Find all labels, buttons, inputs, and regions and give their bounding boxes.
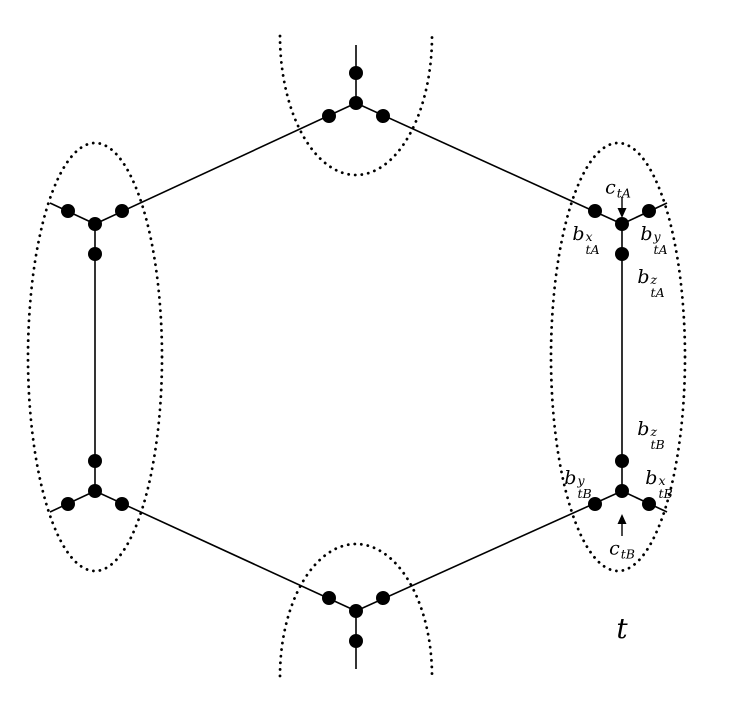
- annotation-arrows: [617, 197, 627, 536]
- label-b-tB-x-sup: x: [658, 472, 666, 488]
- majorana-dot-c: [88, 217, 102, 231]
- bond-stubs: [49, 45, 668, 669]
- majorana-dot-b: [88, 454, 102, 468]
- bond-top-righttop: [355, 102, 623, 225]
- majorana-dot-b-tB-x: [642, 497, 656, 511]
- unit-cell-outlines: [26, 34, 687, 678]
- site-right-top-A: [588, 204, 656, 261]
- majorana-dot-b: [61, 497, 75, 511]
- majorana-dot-b-tA-x: [588, 204, 602, 218]
- label-b-tB-z-sub: tB: [650, 437, 665, 452]
- label-c-tA-base: c: [605, 176, 616, 199]
- majorana-dot-b: [349, 634, 363, 648]
- label-unit-cell-t: t: [616, 612, 628, 645]
- label-b-tA-x-sup: x: [585, 228, 593, 244]
- site-left-bottom: [61, 454, 129, 511]
- majorana-dot-b: [322, 591, 336, 605]
- label-b-tB-z-base: b: [637, 417, 650, 440]
- label-b-tA-y-sub: tA: [653, 242, 668, 257]
- majorana-dot-b: [349, 66, 363, 80]
- dotted-ellipse-left: [26, 141, 164, 573]
- bond-bottom-rightbottom: [355, 490, 623, 612]
- label-b-tB-x-base: b: [645, 466, 658, 489]
- label-b-tB-y-sup: y: [577, 472, 585, 488]
- bond-leftbottom-bottom: [94, 490, 357, 612]
- majorana-dot-b: [322, 109, 336, 123]
- label-b-tB-z-sup: z: [650, 423, 658, 439]
- majorana-dot-c: [88, 484, 102, 498]
- dotted-ellipse-right: [549, 141, 687, 573]
- label-b-tA-y-base: b: [640, 222, 653, 245]
- label-b-tA-x-sub: tA: [585, 242, 600, 257]
- label-b-tA-z-sub: tA: [650, 285, 665, 300]
- majorana-dot-b: [115, 497, 129, 511]
- majorana-dot-b-tB-z: [615, 454, 629, 468]
- majorana-dot-c: [349, 96, 363, 110]
- label-c-tB-base: c: [609, 537, 620, 560]
- dotted-arc-bottom: [278, 542, 434, 678]
- majorana-dot-c-tA: [615, 217, 629, 231]
- majorana-dot-b: [376, 109, 390, 123]
- label-c-tA: ctA: [605, 178, 631, 200]
- dotted-arc-top: [278, 34, 434, 177]
- arrow-ctB-head-up: [617, 514, 627, 524]
- label-c-tB-sub: tB: [620, 546, 635, 562]
- label-b-tB-y-sub: tB: [577, 486, 592, 501]
- majorana-dot-b: [61, 204, 75, 218]
- label-b-tA-z-base: b: [637, 265, 650, 288]
- majorana-dot-b-tA-y: [642, 204, 656, 218]
- site-left-top: [61, 204, 129, 261]
- majorana-dot-b-tB-y: [588, 497, 602, 511]
- arrow-ctA-head-down: [617, 208, 627, 218]
- majorana-dot-b: [376, 591, 390, 605]
- label-b-tB-y-base: b: [564, 466, 577, 489]
- label-b-tB-x-sub: tB: [658, 486, 673, 501]
- site-bottom: [322, 591, 390, 648]
- site-right-bottom-B: [588, 454, 656, 511]
- majorana-dot-b: [88, 247, 102, 261]
- label-b-tA-y-sup: y: [653, 228, 661, 244]
- label-b-tA-x-base: b: [572, 222, 585, 245]
- majorana-dot-c-tB: [615, 484, 629, 498]
- label-c-tA-sub: tA: [616, 185, 631, 201]
- majorana-dot-b-tA-z: [615, 247, 629, 261]
- majorana-dot-b: [115, 204, 129, 218]
- label-c-tB: ctB: [609, 539, 635, 561]
- site-top: [322, 66, 390, 123]
- label-b-tA-z-sup: z: [650, 271, 658, 287]
- hexagon-edges: [94, 102, 623, 612]
- majorana-dot-c: [349, 604, 363, 618]
- bond-top-lefttop: [94, 102, 357, 225]
